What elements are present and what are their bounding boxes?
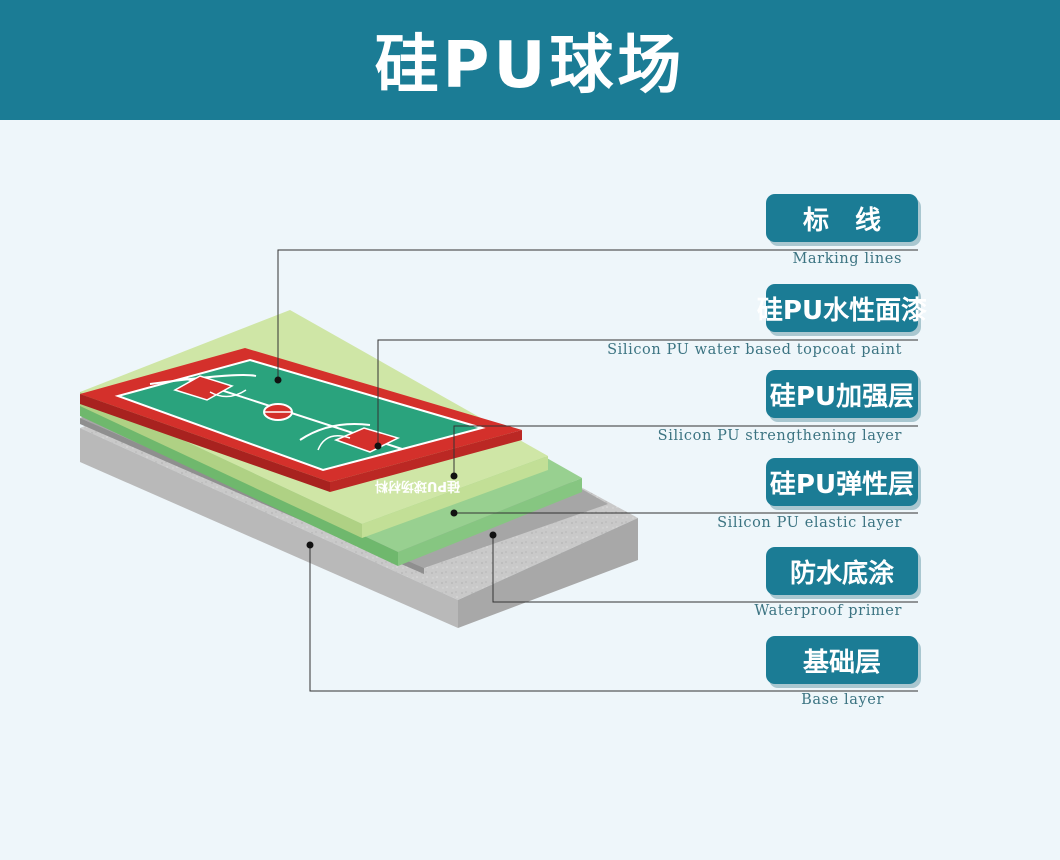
layer-sub-primer: Waterproof primer: [754, 603, 902, 619]
connector-strengthening: [453, 425, 918, 476]
connector-base: [309, 545, 918, 692]
layer-sub-marking-lines: Marking lines: [792, 251, 902, 267]
layer-label-primer: 防水底涂: [766, 547, 918, 595]
layer-sub-strengthening: Silicon PU strengthening layer: [657, 428, 902, 444]
connector-marking-lines: [277, 249, 918, 380]
connector-topcoat: [377, 339, 918, 446]
connector-lines: [277, 249, 918, 692]
layer-label-elastic: 硅PU弹性层: [766, 458, 918, 506]
connector-dots: [274, 376, 497, 549]
court-print-text: 硅PU球场材料: [375, 478, 460, 494]
layer-label-base: 基础层: [766, 636, 918, 684]
layer-sub-topcoat: Silicon PU water based topcoat paint: [607, 342, 902, 358]
layer-sub-elastic: Silicon PU elastic layer: [717, 515, 902, 531]
page-title: 硅PU球场: [374, 29, 686, 103]
layer-label-strengthening: 硅PU加强层: [766, 370, 918, 418]
court-surface: 硅PU球场材料: [80, 348, 522, 494]
layer-label-marking-lines: 标 线: [766, 194, 918, 242]
connector-primer: [492, 535, 918, 603]
layer-sub-base: Base layer: [801, 692, 884, 708]
layer-label-topcoat: 硅PU水性面漆: [757, 284, 927, 332]
header-banner: 硅PU球场: [0, 0, 1060, 120]
